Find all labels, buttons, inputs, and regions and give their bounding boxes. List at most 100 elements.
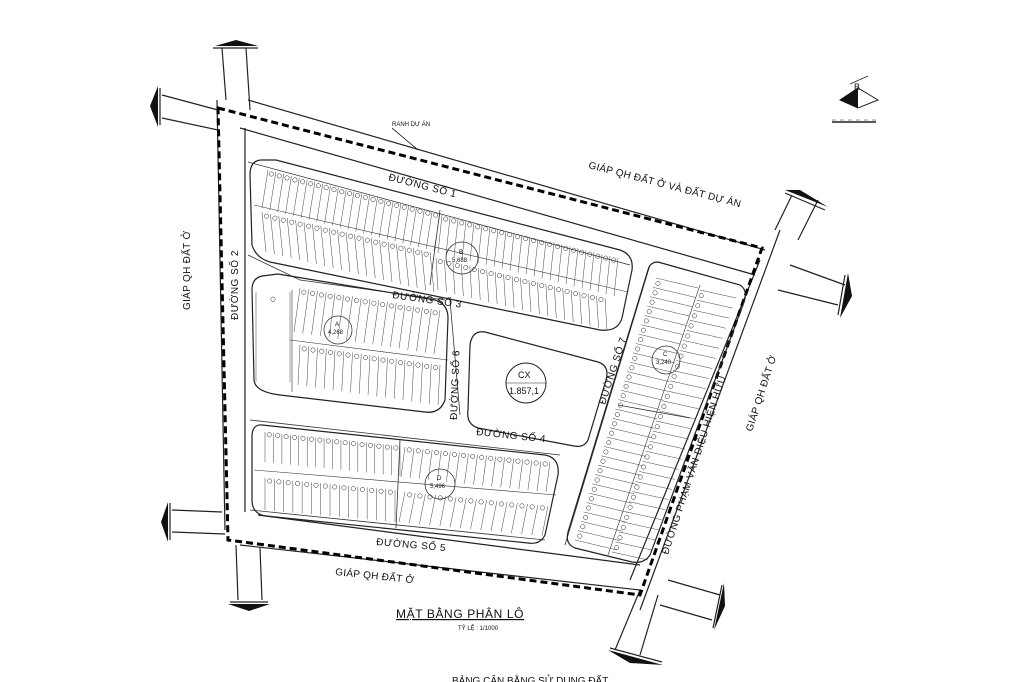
block-d-lot-line (527, 460, 533, 491)
interior-road-lines (247, 161, 651, 546)
block-a-lot-line (328, 293, 336, 338)
block-a-lot-marker (301, 346, 307, 352)
block-c-lot-marker (681, 343, 687, 349)
block-d-lot-marker (313, 482, 319, 488)
block-d-lot-line (408, 492, 416, 524)
block-a-lot-line (372, 300, 379, 345)
block-d-lot-marker (468, 498, 474, 504)
block-c-lot-marker (631, 494, 636, 500)
block-a-lot-marker (345, 296, 351, 302)
block-b-lot-line (604, 297, 608, 331)
block-c-lot-line (615, 408, 658, 420)
block-b-lot-marker (364, 237, 370, 243)
block-b-lot-marker (522, 279, 528, 285)
block-b-lot-line (269, 171, 277, 210)
block-d-lot-line (521, 503, 528, 535)
block-c-lot-marker (691, 313, 697, 319)
block-b-lot-marker (471, 267, 477, 273)
block-d-lot-marker (479, 454, 485, 460)
block-b-lot-marker (297, 221, 303, 227)
block-b-lot-line (402, 205, 409, 244)
block-c-lot-marker (668, 383, 674, 389)
block-a-lot-marker (354, 353, 360, 359)
block-c-lot-line (603, 446, 646, 457)
west-border-label: GIÁP QH ĐẤT Ở (180, 231, 193, 310)
block-b-lot-line (469, 265, 473, 299)
block-d-lot-marker (470, 453, 476, 459)
block-b-lot-line (324, 185, 331, 224)
block-d-lot-line (409, 447, 415, 478)
block-c-lot-marker (647, 444, 653, 450)
block-c-lot-marker (583, 514, 589, 520)
block-a-lot-line (376, 356, 379, 397)
block-b-lot-marker (433, 212, 439, 218)
block-b-lot-marker (347, 191, 353, 197)
block-d-lot-line (427, 449, 433, 480)
block-c-lot-line (693, 309, 730, 319)
block-c-lot-line (649, 440, 686, 450)
block-b-lot-marker (507, 232, 513, 238)
block-b-lot-marker (401, 204, 407, 210)
block-a-lot-marker (380, 357, 386, 363)
block-c-lot-marker (654, 424, 660, 430)
block-a-lot-marker (406, 361, 412, 367)
block-b-lot-line (486, 269, 489, 303)
block-d-lot-marker (266, 432, 272, 438)
block-c-lot-marker (609, 430, 615, 436)
block-c-lot-marker (627, 504, 633, 510)
block-b-lot-line (444, 259, 447, 293)
block-c-lot-line (595, 474, 638, 485)
block-d-lot-marker (415, 448, 421, 454)
block-b-lot-line (285, 175, 292, 214)
block-a-lot-marker (301, 289, 307, 295)
block-a-lot-marker (380, 302, 386, 308)
south-border-label: GIÁP QH ĐẤT Ở (335, 565, 415, 586)
block-c-lot-marker (617, 402, 623, 408)
block-a-lot-line (390, 303, 397, 348)
block-d-lot-marker (304, 481, 310, 487)
block-b-lot-marker (409, 206, 415, 212)
boundary-leader (391, 127, 419, 151)
block-b-lot-line (371, 197, 378, 236)
block-d-lot-marker (317, 437, 323, 443)
block-c-lot-marker (617, 535, 623, 540)
block-b-lot-line (461, 220, 467, 259)
block-d-lot-marker (285, 480, 291, 486)
block-c-lot-marker (614, 545, 620, 551)
block-c-lot-line (638, 333, 681, 345)
block-b-lot-line (494, 271, 498, 305)
block-d-lot-marker (350, 486, 356, 492)
plan-scale: TỶ LỆ : 1/1000 (458, 624, 499, 632)
block-c-lot-marker (591, 486, 597, 492)
project-boundary-label: RANH DỰ ÁN (392, 121, 430, 128)
block-b-lot-line (410, 207, 417, 246)
block-b-lot-marker (603, 255, 609, 261)
block-d-lot-line (439, 495, 447, 527)
block-a-lot-line (363, 298, 371, 344)
block-d-lot-line (500, 457, 505, 488)
block-c-lot-line (598, 464, 641, 476)
block-b-lot-line (579, 291, 582, 325)
corner-road-stubs (159, 47, 846, 663)
block-b-lot-line (537, 281, 540, 315)
block-c-lot-line (641, 324, 684, 336)
block-a-lot-marker (371, 300, 377, 306)
block-b-lot-marker (581, 293, 587, 299)
block-b-lot-marker (276, 173, 282, 179)
block-b-lot-marker (480, 269, 486, 275)
block-d-lot-line (500, 501, 508, 533)
block-d-lot-marker (424, 449, 430, 455)
block-b-lot-line (581, 250, 587, 289)
block-c-lot-line (618, 399, 661, 410)
block-d-lot-marker (452, 452, 457, 458)
block-c-lot-line (644, 315, 687, 326)
block-c-lot-marker (652, 290, 658, 296)
block-b-lot-line (565, 246, 571, 285)
block-b-lot-marker (284, 175, 290, 181)
block-b-lot-line (354, 233, 359, 275)
block-c-lot-marker (629, 365, 635, 371)
block-d-lot-marker (509, 502, 515, 508)
block-c-lot-marker (594, 477, 600, 483)
block-c-lot-line (577, 530, 620, 541)
block-d-lot-marker (360, 487, 365, 493)
